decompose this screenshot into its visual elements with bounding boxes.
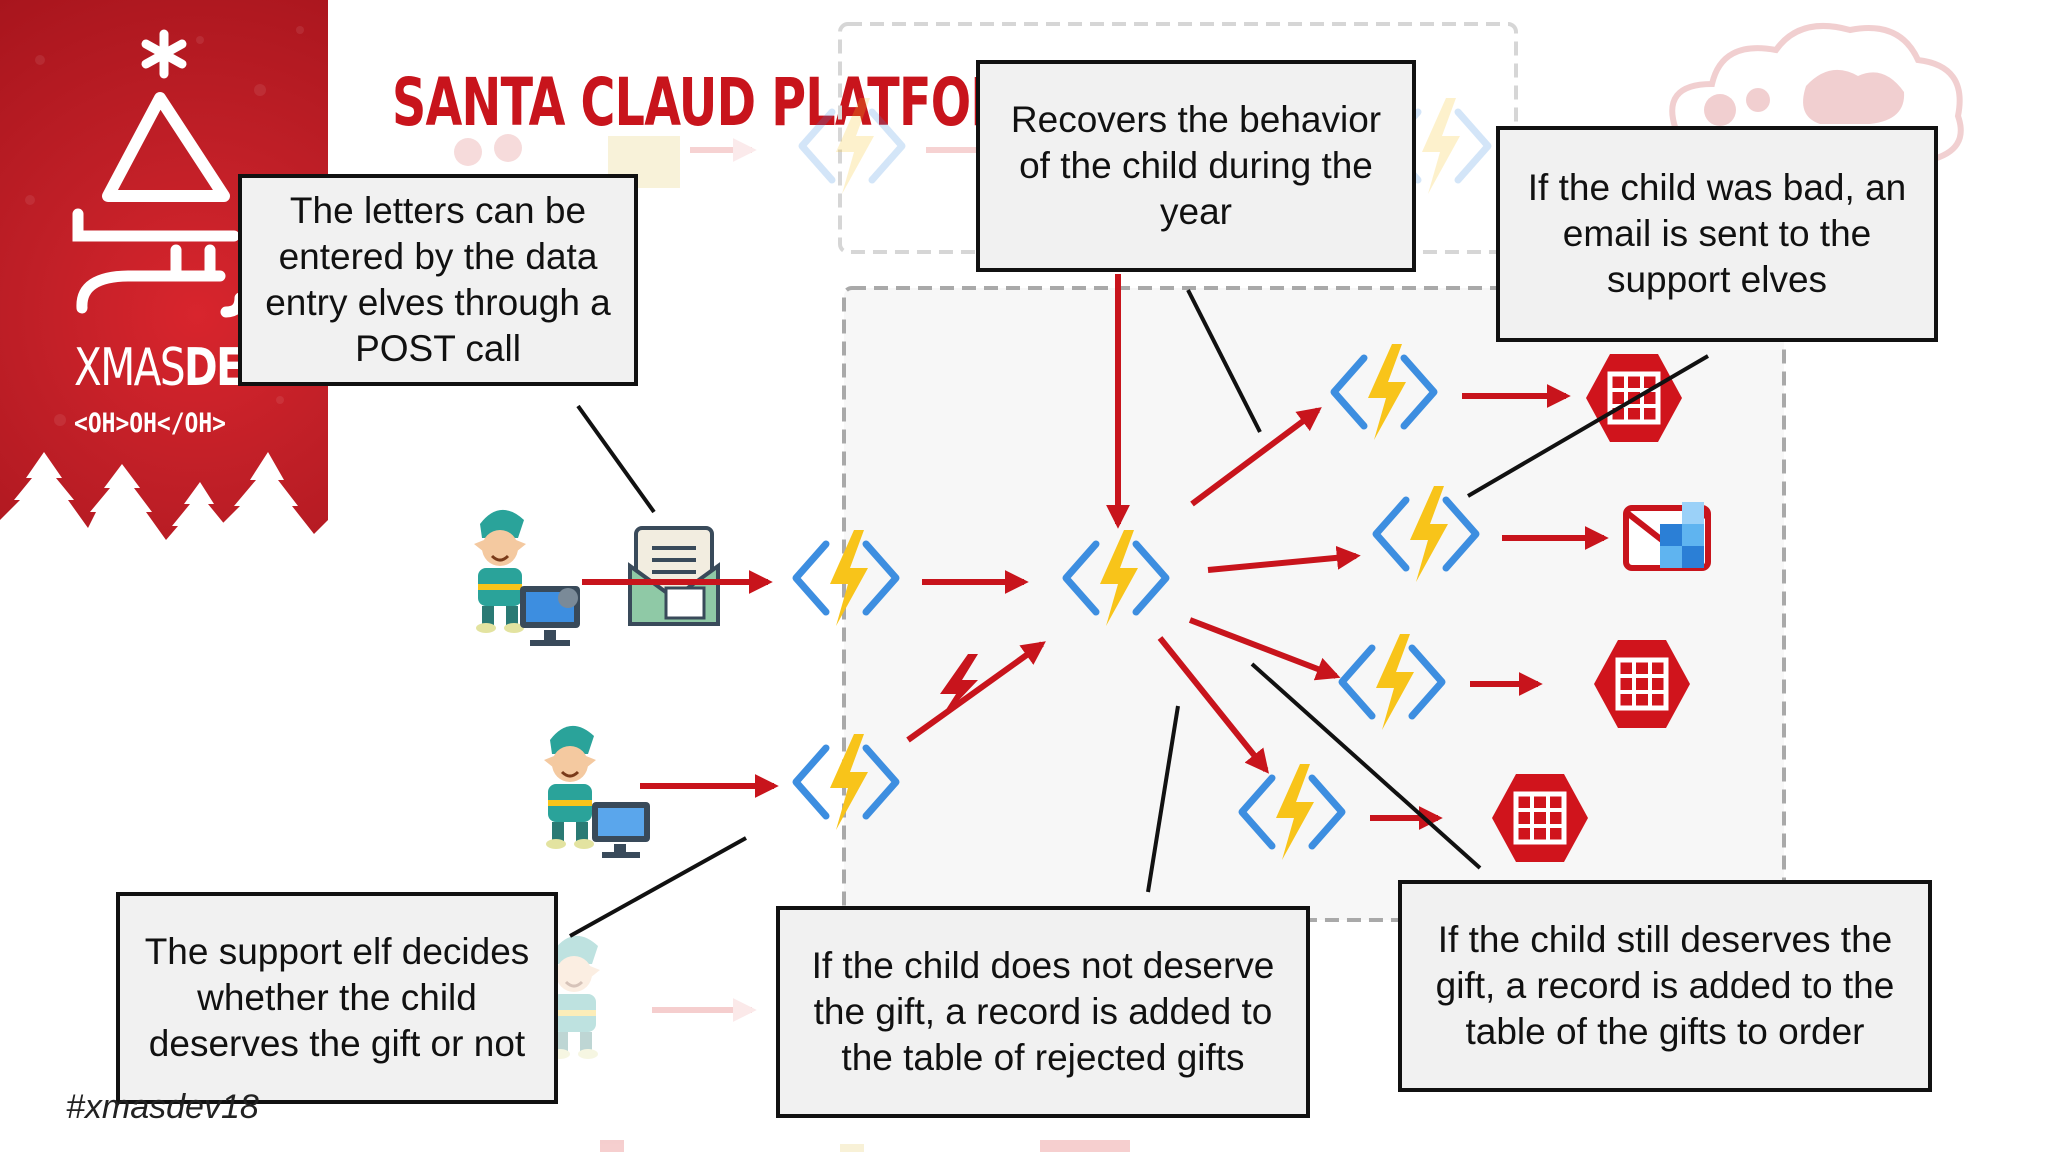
callout-support: The support elf decides whether the chil…: [116, 892, 558, 1104]
faded-elf-bottom: [546, 934, 1130, 1152]
brand-tagline: <OH>OH</OH>: [74, 408, 226, 439]
callout-recover: Recovers the behavior of the child durin…: [976, 60, 1416, 272]
brand-name: XMASDEV: [74, 338, 274, 398]
tree-outline-icon: [102, 92, 230, 202]
callout-letters: The letters can be entered by the data e…: [238, 174, 638, 386]
hashtag: #xmasdev18: [66, 1088, 259, 1126]
star-icon: [141, 29, 187, 79]
callout-deserves: If the child still deserves the gift, a …: [1398, 880, 1932, 1092]
slide-title: SANTA CLAUD PLATFORM: [392, 64, 1054, 141]
sendgrid-mail-icon: [1623, 502, 1711, 571]
callout-rejected: If the child does not deserve the gift, …: [776, 906, 1310, 1118]
faded-function-icon: [802, 98, 902, 194]
cloud-icon: [1669, 22, 1964, 163]
letter-json-icon: [628, 526, 720, 626]
support-elf-icon: [542, 724, 650, 858]
callout-bad: If the child was bad, an email is sent t…: [1496, 126, 1938, 342]
leader-lines: [569, 289, 1710, 938]
main-container: [842, 286, 1786, 922]
data-entry-elf-icon: [472, 508, 580, 646]
flow-arrows: [582, 274, 1609, 830]
trees-icon: [0, 452, 328, 572]
trigger-icon: [938, 654, 978, 722]
